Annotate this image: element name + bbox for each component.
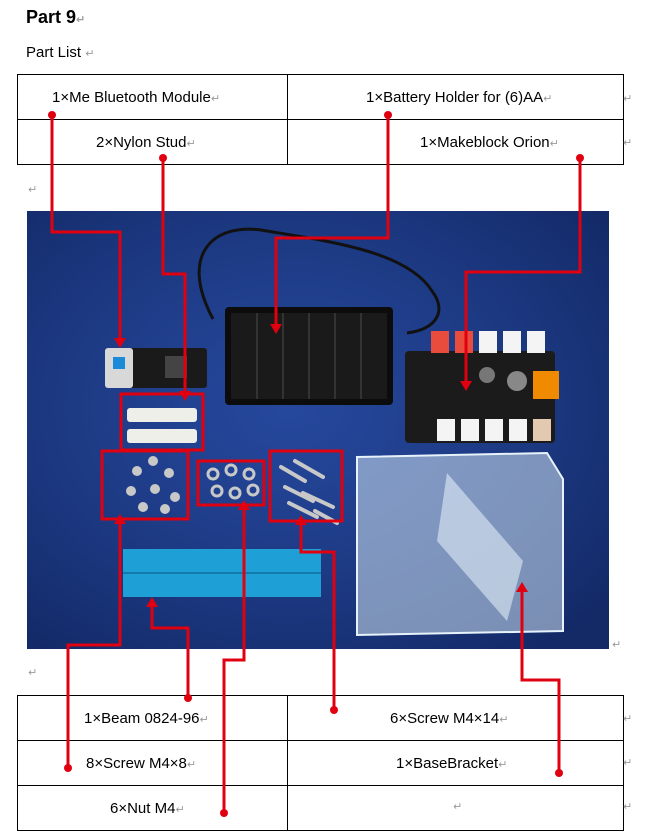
battery-holder [225, 307, 393, 405]
return-mark: ↵ [543, 92, 553, 105]
table-cell: 8×Screw M4×8↵ [17, 740, 288, 786]
highlight-box-nuts-m4 [196, 459, 266, 507]
return-mark: ↵ [498, 758, 508, 771]
table-row: 6×Nut M4↵ [17, 785, 624, 831]
beam-0824-96 [123, 549, 321, 597]
screws-m4x8 [126, 456, 180, 514]
bluetooth-module [105, 348, 207, 388]
return-mark: ↵ [186, 758, 197, 771]
screws-m4x14 [279, 459, 339, 525]
table-cell: 1×BaseBracket↵ [287, 740, 624, 786]
highlight-box-screws-m4x8 [100, 449, 190, 521]
table-row: 8×Screw M4×8↵ 1×BaseBracket↵ [17, 740, 624, 786]
table-row: 1×Me Bluetooth Module↵ 1×Battery Holder … [17, 74, 624, 120]
part-list-heading: Part List ↵ [26, 44, 95, 61]
table-cell: 1×Me Bluetooth Module↵ [17, 74, 288, 120]
nuts-m4 [206, 463, 260, 500]
return-mark: ↵ [199, 713, 209, 726]
page-title: Part 9↵ [26, 7, 86, 27]
table-cell: 6×Nut M4↵ [17, 785, 288, 831]
table-cell: 1×Beam 0824-96↵ [17, 695, 288, 741]
return-mark: ↵ [210, 92, 221, 105]
top-parts-table: 1×Me Bluetooth Module↵ 1×Battery Holder … [17, 74, 624, 165]
table-cell [287, 785, 624, 831]
return-mark: ↵ [175, 803, 185, 816]
return-mark: ↵ [28, 667, 38, 679]
base-bracket [356, 451, 564, 637]
return-mark: ↵ [549, 137, 559, 150]
return-mark: ↵ [186, 137, 196, 150]
return-mark: ↵ [453, 801, 463, 813]
table-row: 2×Nylon Stud↵ 1×Makeblock Orion↵ [17, 119, 624, 165]
table-cell: 6×Screw M4×14↵ [287, 695, 624, 741]
return-mark: ↵ [623, 93, 633, 105]
bottom-parts-table: 1×Beam 0824-96↵ 6×Screw M4×14↵ 8×Screw M… [17, 695, 624, 831]
return-mark: ↵ [623, 137, 633, 149]
return-mark: ↵ [499, 713, 509, 726]
table-row: 1×Beam 0824-96↵ 6×Screw M4×14↵ [17, 695, 624, 741]
nylon-stud [127, 429, 197, 443]
return-mark: ↵ [623, 801, 633, 813]
table-cell: 1×Battery Holder for (6)AA↵ [287, 74, 624, 120]
return-mark: ↵ [28, 184, 38, 196]
return-mark: ↵ [623, 757, 633, 769]
nylon-stud [127, 408, 197, 422]
table-cell: 1×Makeblock Orion↵ [287, 119, 624, 165]
table-cell: 2×Nylon Stud↵ [17, 119, 288, 165]
return-mark: ↵ [623, 713, 633, 725]
parts-photo [27, 211, 609, 649]
return-mark: ↵ [612, 639, 622, 651]
